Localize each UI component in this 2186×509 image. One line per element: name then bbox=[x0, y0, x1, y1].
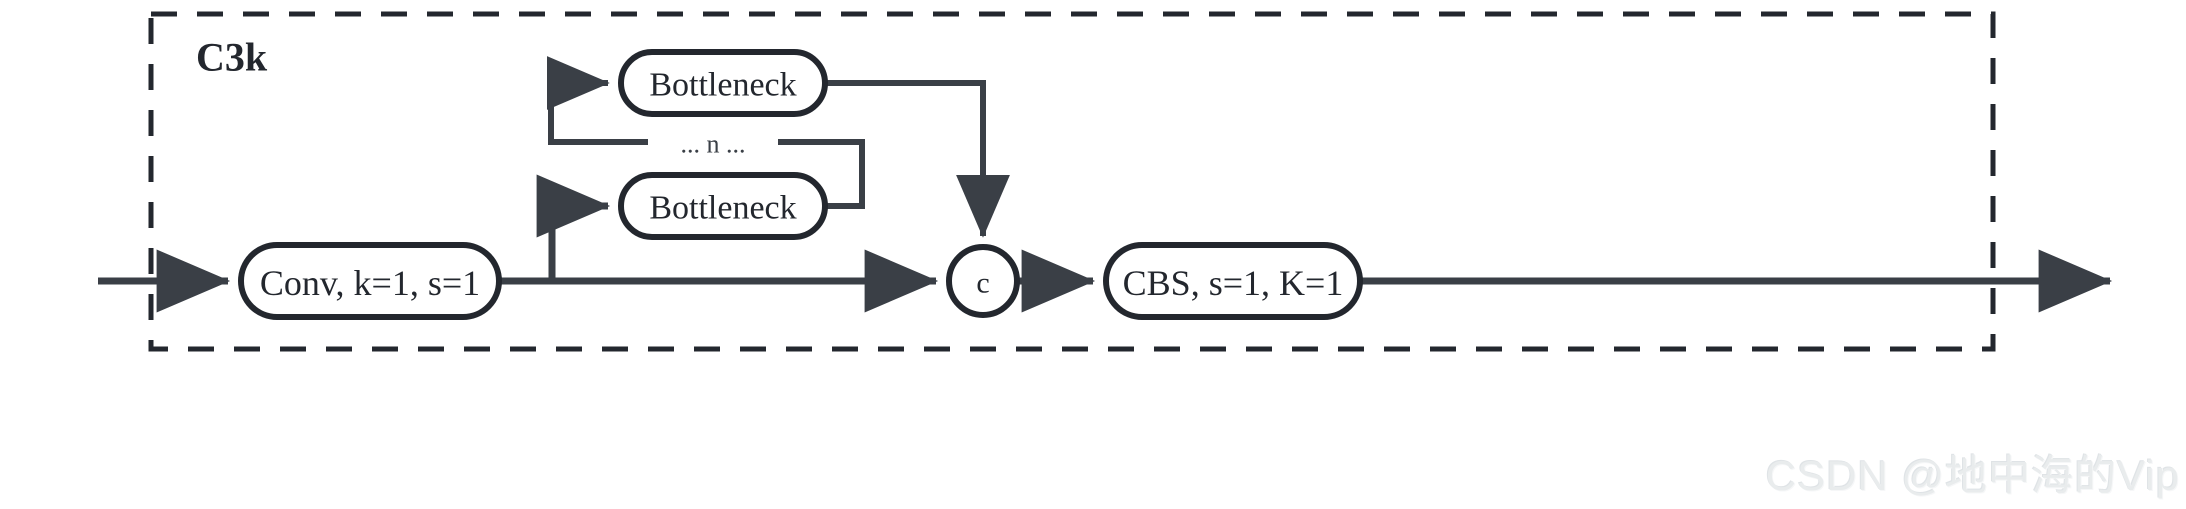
edge-split-to-bottleneck-bottom bbox=[536, 174, 611, 281]
node-concat[interactable]: c bbox=[946, 244, 1020, 318]
repeat-label-backing bbox=[648, 126, 778, 158]
repeat-count-label: ... n ... bbox=[681, 130, 746, 159]
node-bottleneck-bottom[interactable]: Bottleneck bbox=[618, 172, 828, 240]
node-bottleneck-bottom-shape bbox=[618, 172, 828, 240]
c3k-container-border bbox=[148, 11, 1996, 352]
node-bottleneck-top-shape bbox=[618, 49, 828, 117]
diagram-title: C3k bbox=[196, 35, 268, 80]
node-conv-label: Conv, k=1, s=1 bbox=[260, 263, 480, 303]
node-bottleneck-bottom-label: Bottleneck bbox=[649, 190, 796, 227]
edge-repeat-to-bottleneck-top bbox=[546, 56, 650, 145]
edge-bottleneck-top-to-concat bbox=[825, 80, 1010, 238]
node-cbs-label: CBS, s=1, K=1 bbox=[1123, 263, 1344, 303]
node-bottleneck-top-label: Bottleneck bbox=[649, 67, 796, 104]
node-conv[interactable]: Conv, k=1, s=1 bbox=[238, 242, 502, 320]
node-bottleneck-top[interactable]: Bottleneck bbox=[618, 49, 828, 117]
node-cbs[interactable]: CBS, s=1, K=1 bbox=[1103, 242, 1363, 320]
node-concat-label: c bbox=[976, 267, 989, 300]
edge-bottleneck-bottom-to-repeat bbox=[775, 139, 865, 209]
node-concat-shape bbox=[946, 244, 1020, 318]
node-conv-shape bbox=[238, 242, 502, 320]
node-cbs-shape bbox=[1103, 242, 1363, 320]
